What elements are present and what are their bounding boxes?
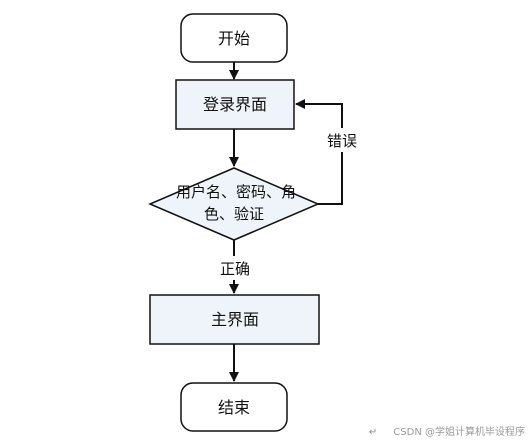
login-label: 登录界面 (203, 95, 267, 114)
correct-label-bg (214, 256, 256, 280)
arrow-error-loop (295, 99, 343, 205)
error-label-bg (321, 128, 363, 152)
start-node: 开始 (180, 13, 288, 63)
error-label: 错误 (327, 132, 357, 150)
decision-label-line2: 色、验证 (204, 205, 264, 223)
start-label: 开始 (218, 29, 250, 48)
decision-node: 用户名、密码、角 色、验证 (148, 167, 320, 241)
end-node: 结束 (180, 382, 288, 432)
correct-label: 正确 (220, 260, 250, 278)
main-label: 主界面 (211, 310, 259, 329)
main-node: 主界面 (149, 294, 320, 345)
login-node: 登录界面 (175, 79, 295, 130)
watermark: ↵ CSDN @学姐计算机毕设程序 (369, 423, 525, 438)
watermark-text: CSDN @学姐计算机毕设程序 (393, 427, 525, 438)
return-icon: ↵ (368, 427, 378, 438)
decision-label-line1: 用户名、密码、角 (176, 183, 296, 201)
end-label: 结束 (218, 398, 250, 417)
